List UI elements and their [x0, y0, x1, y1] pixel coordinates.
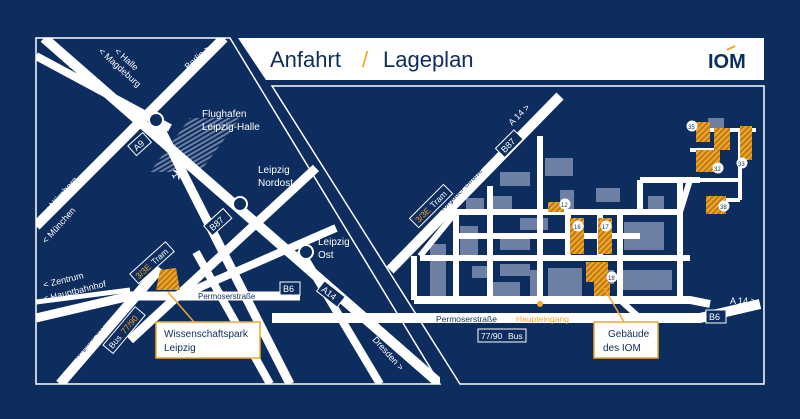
callout-wissenschaftspark [155, 321, 261, 359]
header-title-slash: / [362, 47, 369, 72]
road-magdeburg [36, 52, 172, 132]
building-number-38: 38 [720, 205, 727, 211]
label-b6-left: B6 [279, 281, 301, 296]
building-33-highlight [740, 126, 752, 160]
building-35-highlight [696, 122, 710, 142]
junction-leipzig-ost [298, 244, 314, 260]
main-entrance-label: Haupteingang [516, 314, 569, 324]
building [530, 270, 540, 300]
road-berlin-diagonal [36, 38, 228, 230]
road-permoser-inner [414, 296, 711, 308]
header-title-part2: Lageplan [383, 47, 474, 72]
road-b6 [178, 224, 338, 300]
building-12-highlight [548, 202, 564, 212]
building [430, 244, 446, 296]
main-entrance-marker [537, 301, 543, 307]
callout-iom-line1: Gebäude [608, 329, 650, 340]
building-number-18: 18 [608, 276, 615, 282]
callout-iom [593, 321, 659, 359]
place-nordost-line2: Nordost [258, 178, 293, 189]
building [596, 188, 620, 202]
building [472, 266, 488, 278]
right-map [272, 92, 762, 323]
building [520, 218, 548, 230]
svg-text:B6: B6 [283, 284, 294, 294]
building-number-12: 12 [561, 203, 568, 209]
label-b6-right: B6 [705, 309, 727, 324]
callout-wissenschaftspark-line1: Wissenschaftspark [164, 329, 249, 340]
building [708, 118, 724, 130]
building-34-highlight [714, 128, 730, 150]
place-nordost-line1: Leipzig [258, 165, 290, 176]
label-a14-left: A14 [315, 280, 346, 308]
junction-leipzig-nordost [232, 196, 248, 212]
building-number-16: 16 [574, 225, 581, 231]
street-permoserstrasse-right: Permoserstraße [436, 314, 497, 324]
junction-a9-a14 [148, 112, 164, 128]
building [545, 158, 573, 176]
building-number-17: 17 [602, 225, 609, 231]
callout-iom-line2: des IOM [603, 343, 641, 354]
building [492, 196, 512, 210]
iom-logo: IOM [708, 51, 746, 73]
label-a9: A9 [127, 131, 153, 157]
svg-text:77/90: 77/90 [481, 331, 503, 341]
building [500, 238, 530, 250]
building [500, 264, 530, 276]
road-torgauer-str [56, 264, 164, 384]
callout-wissenschaftspark-line2: Leipzig [164, 343, 196, 354]
header-title-part1: Anfahrt [270, 47, 341, 72]
building [460, 226, 478, 260]
road-b87 [126, 164, 320, 344]
right-a14-east: A 14 > [730, 296, 756, 306]
building-18-highlight [586, 262, 608, 282]
bus-badge-right: 77/90 Bus [477, 328, 527, 343]
building [466, 198, 484, 212]
place-ost-line2: Ost [318, 250, 334, 261]
building [648, 196, 664, 212]
place-ost-line1: Leipzig [318, 237, 350, 248]
building-number-badges: 12 16 17 18 32 33 35 38 [559, 120, 748, 283]
building-number-32: 32 [714, 167, 721, 173]
building [622, 270, 672, 290]
callout-wissenschaftspark-leader [167, 291, 195, 323]
svg-text:Bus: Bus [508, 331, 523, 341]
place-flughafen-line2: Leipzig-Halle [202, 122, 260, 133]
svg-text:B6: B6 [709, 312, 720, 322]
header-band [238, 38, 764, 80]
building [500, 172, 530, 186]
iom-logo-accent [726, 45, 736, 51]
building-number-35: 35 [688, 125, 695, 131]
road-permoserstrasse-right [272, 299, 762, 323]
building-number-33: 33 [738, 162, 745, 168]
road-torgauer-lower [192, 250, 274, 384]
label-b87-left: B87 [203, 207, 233, 237]
road-zentrum [36, 287, 131, 305]
building [490, 282, 520, 296]
road-torgauer-right [386, 92, 564, 274]
right-map-frame [270, 85, 765, 385]
street-permoserstrasse-left: Permoserstraße [198, 292, 256, 301]
place-flughafen-line1: Flughafen [202, 109, 246, 120]
road-adenauerallee [36, 291, 300, 323]
wissenschaftspark-site [156, 268, 180, 290]
callout-iom-leader [603, 287, 625, 323]
